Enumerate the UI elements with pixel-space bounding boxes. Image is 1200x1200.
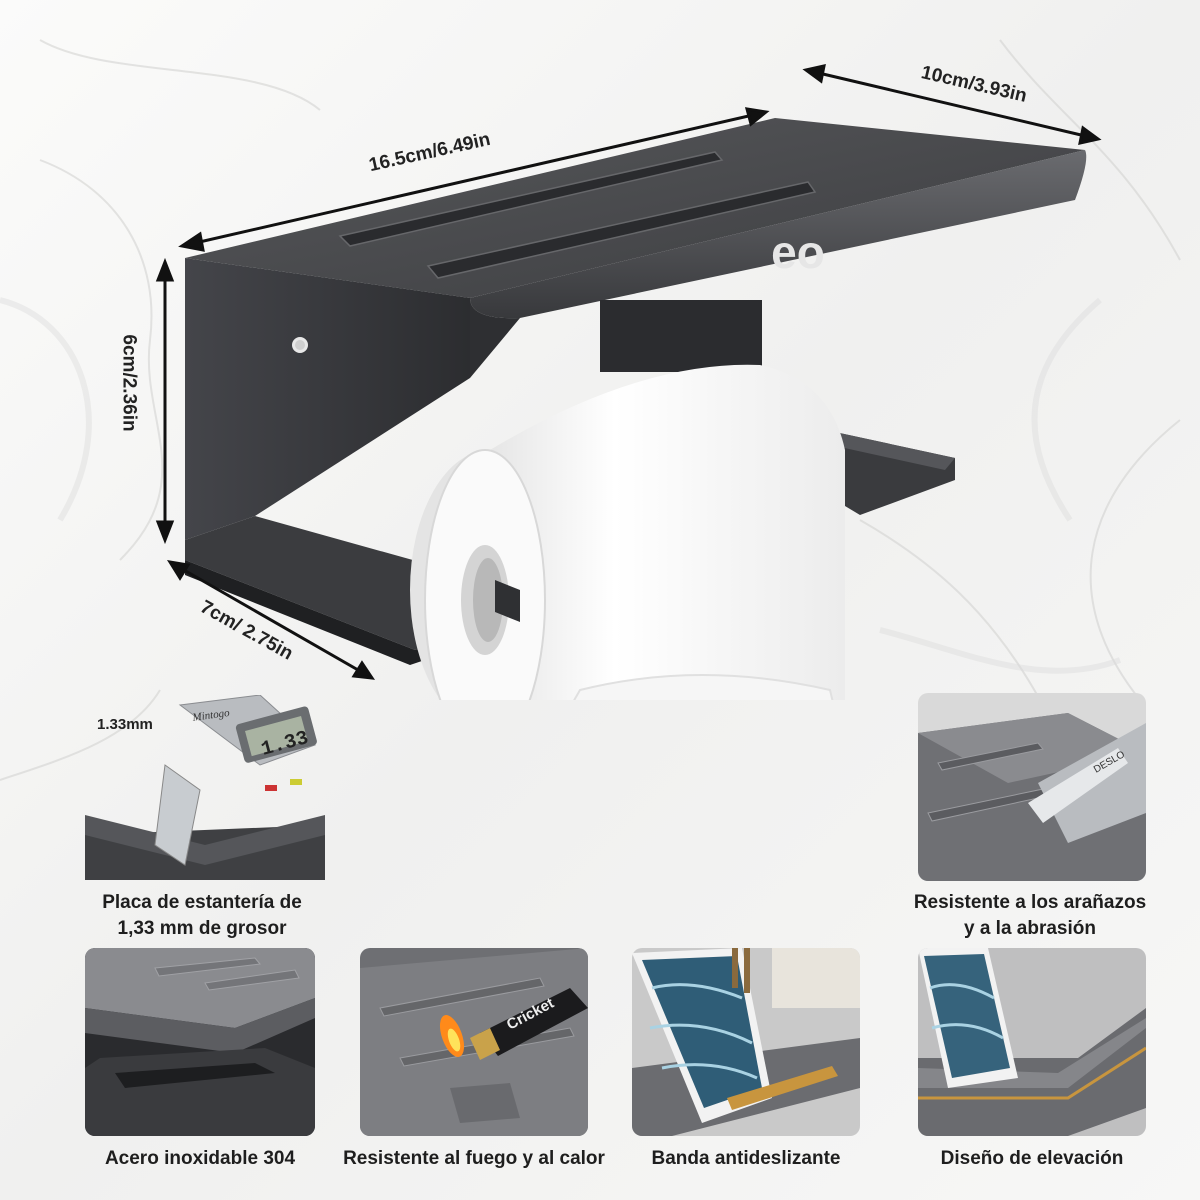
feature-scratch-image: DESLO bbox=[918, 693, 1146, 881]
feature-antislip-image bbox=[632, 948, 860, 1136]
feature-fire-caption: Resistente al fuego y al calor bbox=[343, 1148, 605, 1169]
feature-steel-caption: Acero inoxidable 304 bbox=[104, 1148, 296, 1169]
feature-scratch-caption-line1: Resistente a los arañazos bbox=[913, 892, 1147, 913]
thickness-measure-label: 1.33mm bbox=[97, 716, 153, 733]
feature-steel-image bbox=[85, 948, 315, 1136]
toilet-paper-holder-illustration: eo bbox=[155, 64, 1102, 700]
feature-raised-caption: Diseño de elevación bbox=[940, 1148, 1124, 1169]
feature-raised-image bbox=[918, 948, 1146, 1136]
brand-logo: eo bbox=[771, 226, 825, 278]
feature-scratch-caption: Resistente a los arañazos y a la abrasió… bbox=[880, 890, 1180, 942]
feature-thickness-caption-line1: Placa de estantería de bbox=[102, 892, 302, 913]
feature-fire-image: Cricket bbox=[360, 948, 588, 1136]
feature-antislip-caption: Banda antideslizante bbox=[651, 1148, 841, 1169]
feature-thickness-caption-line2: 1,33 mm de grosor bbox=[117, 918, 287, 939]
feature-thickness-image: 1.33 Mintogo bbox=[85, 694, 325, 880]
height-dimension-label: 6cm/2.36in bbox=[118, 334, 140, 432]
svg-text:Mintogo: Mintogo bbox=[191, 707, 231, 724]
feature-thickness-caption: Placa de estantería de 1,33 mm de grosor bbox=[72, 890, 332, 942]
feature-scratch-caption-line2: y a la abrasión bbox=[963, 918, 1096, 939]
